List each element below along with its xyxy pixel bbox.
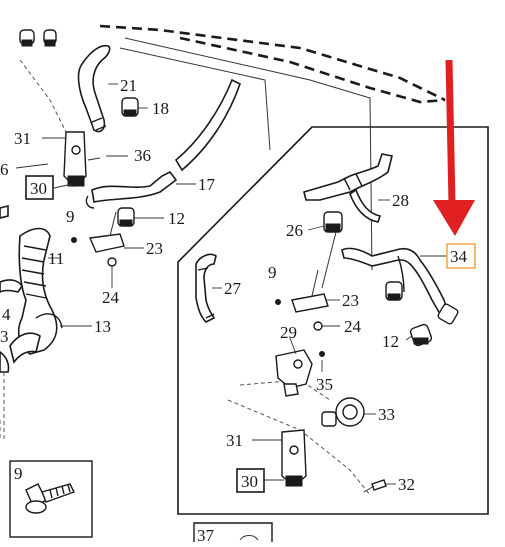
callout-11[interactable]: 11 [48, 249, 64, 268]
hose-27 [195, 253, 217, 323]
callout-33[interactable]: 33 [378, 405, 395, 424]
inset-label-37: 37 [197, 526, 215, 542]
callout-18[interactable]: 18 [152, 99, 169, 118]
inset-box-9 [9, 460, 93, 538]
callout-23-mid[interactable]: 23 [342, 291, 359, 310]
callout-36[interactable]: 36 [134, 146, 151, 165]
inset-box-37 [193, 522, 273, 542]
bolt-32 [363, 479, 387, 493]
svg-text:30: 30 [241, 472, 258, 491]
callout-28[interactable]: 28 [392, 191, 409, 210]
callout-12-mid[interactable]: 12 [382, 332, 399, 351]
highlighted-callout-34[interactable]: 34 [446, 243, 476, 269]
callout-29[interactable]: 29 [280, 323, 297, 342]
callout-9-mid[interactable]: 9 [268, 263, 277, 282]
boxed-callout-30-left[interactable]: 30 [25, 175, 54, 200]
callout-32[interactable]: 32 [398, 475, 415, 494]
inset-label-9: 9 [14, 464, 23, 483]
callout-4[interactable]: 4 [2, 305, 11, 324]
clip-12-left [117, 207, 135, 227]
callout-6[interactable]: 6 [0, 160, 9, 179]
callout-24-left[interactable]: 24 [102, 288, 120, 307]
callout-21[interactable]: 21 [120, 76, 137, 95]
bracket-23-left [71, 211, 125, 267]
part-top-left-clips [19, 29, 57, 47]
housing-29 [275, 349, 325, 397]
callout-9-left[interactable]: 9 [66, 207, 75, 226]
leader-lines [15, 83, 448, 485]
guide-lines [0, 37, 373, 496]
callout-13[interactable]: 13 [94, 317, 111, 336]
callout-labels: 21 18 31 36 6 17 9 12 23 11 24 4 3 13 28… [0, 76, 415, 494]
callout-24-mid[interactable]: 24 [344, 317, 362, 336]
callout-35[interactable]: 35 [316, 375, 333, 394]
callout-31-left[interactable]: 31 [14, 129, 31, 148]
hose-upper-left [174, 78, 241, 172]
clip-26 [321, 211, 343, 289]
ring-33 [321, 397, 365, 427]
bracket-23-mid [275, 269, 329, 331]
hose-assembly-11-13 [0, 204, 63, 440]
bracket-31-30-left [63, 131, 101, 187]
hose-34 [341, 247, 459, 325]
hose-28 [303, 153, 393, 223]
hose-21 [77, 44, 111, 133]
callout-26[interactable]: 26 [286, 221, 303, 240]
clip-18 [121, 97, 139, 117]
hose-17 [85, 170, 178, 209]
callout-3[interactable]: 3 [0, 327, 9, 346]
svg-text:34: 34 [450, 247, 468, 266]
callout-23-left[interactable]: 23 [146, 239, 163, 258]
callout-31-bottom[interactable]: 31 [226, 431, 243, 450]
callout-27[interactable]: 27 [224, 279, 242, 298]
red-arrow [433, 59, 475, 236]
callout-12-left[interactable]: 12 [168, 209, 185, 228]
clip-12-mid [385, 281, 433, 347]
heavy-dashed-lines [99, 24, 446, 104]
detail-frame [177, 126, 489, 515]
svg-text:30: 30 [30, 179, 47, 198]
callout-17[interactable]: 17 [198, 175, 216, 194]
boxed-callout-30-bottom[interactable]: 30 [236, 468, 265, 493]
bracket-31-30-bottom [281, 429, 307, 487]
